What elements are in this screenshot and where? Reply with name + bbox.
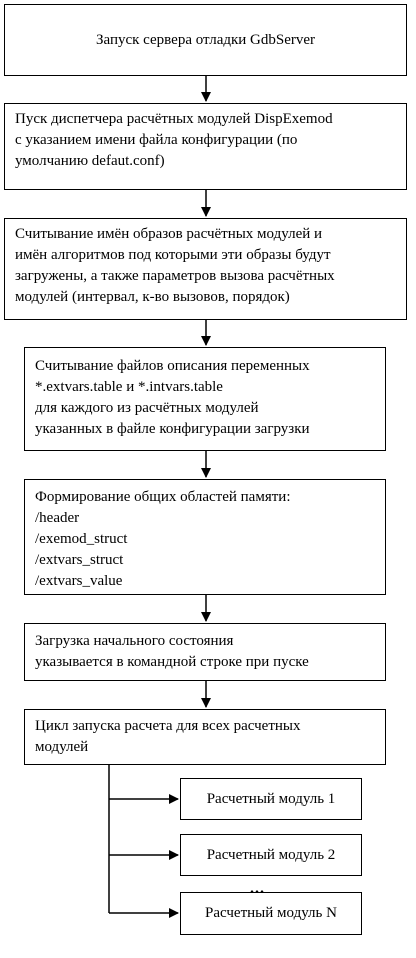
step-6-line-2: указывается в командной строке при пуске xyxy=(35,654,309,670)
step-calculation-loop: Цикл запуска расчета для всех расчетных … xyxy=(24,709,386,765)
step-2-line-2: с указанием имени файла конфигурации (по xyxy=(15,132,298,148)
step-4-line-4: указанных в файле конфигурации загрузки xyxy=(35,421,310,437)
step-4-line-1: Считывание файлов описания переменных xyxy=(35,358,310,374)
step-3-line-1: Считывание имён образов расчётных модуле… xyxy=(15,226,323,242)
module-box-2: Расчетный модуль 2 xyxy=(180,834,362,876)
step-6-line-1: Загрузка начального состояния xyxy=(35,633,234,649)
step-3-line-4: модулей (интервал, к-во вызовов, порядок… xyxy=(15,289,290,305)
step-4-line-3: для каждого из расчётных модулей xyxy=(35,400,259,416)
module-1-label: Расчетный модуль 1 xyxy=(206,790,336,807)
step-5-line-5: /extvars_value xyxy=(35,573,123,589)
step-5-line-4: /extvars_struct xyxy=(35,552,124,568)
module-box-n: Расчетный модуль N xyxy=(180,892,362,935)
step-2-line-1: Пуск диспетчера расчётных модулей DispEx… xyxy=(15,111,333,127)
step-2-line-3: умолчанию defaut.conf) xyxy=(15,153,165,169)
step-3-line-3: загружены, а также параметров вызова рас… xyxy=(15,268,335,284)
step-5-line-3: /exemod_struct xyxy=(35,531,128,547)
step-start-gdbserver: Запуск сервера отладки GdbServer xyxy=(4,4,407,76)
step-1-text: Запуск сервера отладки GdbServer xyxy=(95,31,316,48)
step-7-line-2: модулей xyxy=(35,739,89,755)
module-box-1: Расчетный модуль 1 xyxy=(180,778,362,820)
step-5-line-2: /header xyxy=(35,510,80,526)
step-shared-memory: Формирование общих областей памяти: /hea… xyxy=(24,479,386,595)
step-load-initial-state: Загрузка начального состояния указываетс… xyxy=(24,623,386,681)
step-start-dispexemod: Пуск диспетчера расчётных модулей DispEx… xyxy=(4,103,407,190)
module-2-label: Расчетный модуль 2 xyxy=(206,846,336,863)
step-read-variable-files: Считывание файлов описания переменных *.… xyxy=(24,347,386,451)
step-4-line-2: *.extvars.table и *.intvars.table xyxy=(35,379,223,395)
module-n-label: Расчетный модуль N xyxy=(205,905,337,921)
step-read-module-images: Считывание имён образов расчётных модуле… xyxy=(4,218,407,320)
step-3-line-2: имён алгоритмов под которыми эти образы … xyxy=(15,247,331,263)
step-7-line-1: Цикл запуска расчета для всех расчетных xyxy=(35,718,301,734)
step-5-line-1: Формирование общих областей памяти: xyxy=(35,489,291,505)
